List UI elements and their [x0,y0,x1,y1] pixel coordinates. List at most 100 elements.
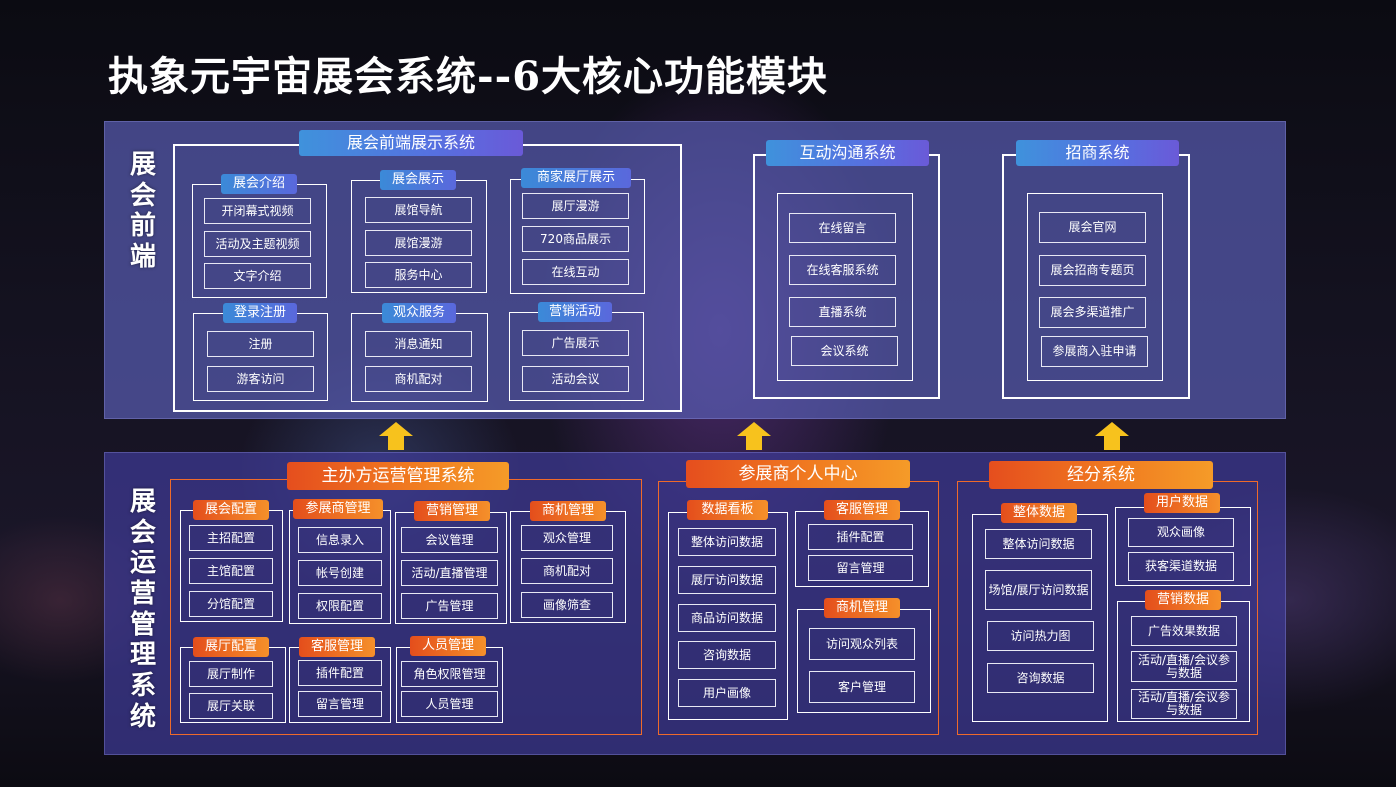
list-item[interactable]: 整体访问数据 [678,528,776,556]
group-label: 客服管理 [824,500,900,520]
group-label: 客服管理 [299,637,375,657]
group-label: 商机管理 [824,598,900,618]
front-end-side-label: 展 会 前 端 [123,150,163,273]
group-label: 商机管理 [530,501,606,521]
group-label: 展厅配置 [193,637,269,657]
list-item[interactable]: 活动/直播/会议参与数据 [1131,651,1237,682]
side-char: 会 [129,517,156,548]
list-item[interactable]: 展厅关联 [189,693,273,719]
group-label: 商家展厅展示 [521,168,631,188]
side-char: 管 [129,609,156,640]
list-item[interactable]: 参展商入驻申请 [1041,336,1148,367]
list-item[interactable]: 广告展示 [522,330,629,356]
merchant-system-header: 招商系统 [1016,140,1179,166]
list-item[interactable]: 展厅漫游 [522,193,629,219]
list-item[interactable]: 会议系统 [791,336,898,366]
list-item[interactable]: 活动会议 [522,366,629,392]
group-label: 营销管理 [414,501,490,521]
list-item[interactable]: 权限配置 [298,593,382,619]
exhibitor-center-header: 参展商个人中心 [686,460,910,488]
list-item[interactable]: 注册 [207,331,314,357]
group-label: 登录注册 [223,303,297,323]
list-item[interactable]: 服务中心 [365,262,472,288]
list-item[interactable]: 在线互动 [522,259,629,285]
side-char: 系 [129,671,156,702]
operations-side-label: 展 会 运 营 管 理 系 统 [123,487,163,732]
side-char: 理 [129,640,156,671]
list-item[interactable]: 展会招商专题页 [1039,255,1146,286]
group-label: 展会介绍 [221,174,297,194]
list-item[interactable]: 访问观众列表 [809,628,915,660]
list-item[interactable]: 画像筛查 [521,592,613,618]
up-arrow-icon [379,422,413,450]
list-item[interactable]: 观众画像 [1128,518,1234,547]
interactive-system-header: 互动沟通系统 [766,140,929,166]
side-char: 统 [129,701,156,732]
list-item[interactable]: 访问热力图 [987,621,1094,651]
list-item[interactable]: 用户画像 [678,679,776,707]
list-item[interactable]: 展馆导航 [365,197,472,223]
up-arrow-icon [737,422,771,450]
list-item[interactable]: 活动及主题视频 [204,231,311,257]
list-item[interactable]: 咨询数据 [678,641,776,669]
list-item[interactable]: 展馆漫游 [365,230,472,256]
list-item[interactable]: 场馆/展厅访问数据 [985,570,1092,610]
group-label: 展会展示 [380,170,456,190]
list-item[interactable]: 商品访问数据 [678,604,776,632]
list-item[interactable]: 插件配置 [808,524,913,550]
list-item[interactable]: 在线留言 [789,213,896,243]
list-item[interactable]: 活动/直播/会议参与数据 [1131,689,1237,719]
group-label: 营销数据 [1145,590,1221,610]
list-item[interactable]: 主馆配置 [189,558,273,584]
list-item[interactable]: 消息通知 [365,331,472,357]
list-item[interactable]: 信息录入 [298,527,382,553]
interactive-items-box [777,193,913,381]
list-item[interactable]: 在线客服系统 [789,255,896,285]
list-item[interactable]: 插件配置 [298,660,382,686]
group-label: 数据看板 [687,500,768,520]
list-item[interactable]: 角色权限管理 [401,661,498,687]
side-char: 营 [129,579,156,610]
list-item[interactable]: 展厅制作 [189,661,273,687]
list-item[interactable]: 广告效果数据 [1131,616,1237,646]
list-item[interactable]: 开闭幕式视频 [204,198,311,224]
list-item[interactable]: 咨询数据 [987,663,1094,693]
list-item[interactable]: 展厅访问数据 [678,566,776,594]
list-item[interactable]: 活动/直播管理 [401,560,498,586]
list-item[interactable]: 720商品展示 [522,226,629,252]
list-item[interactable]: 广告管理 [401,593,498,619]
list-item[interactable]: 客户管理 [809,671,915,703]
list-item[interactable]: 直播系统 [789,297,896,327]
list-item[interactable]: 人员管理 [401,691,498,717]
list-item[interactable]: 帐号创建 [298,560,382,586]
list-item[interactable]: 展会多渠道推广 [1039,297,1146,328]
list-item[interactable]: 观众管理 [521,525,613,551]
side-char: 运 [129,548,156,579]
list-item[interactable]: 分馆配置 [189,591,273,617]
page-title: 执象元宇宙展会系统--6大核心功能模块 [108,53,829,100]
list-item[interactable]: 会议管理 [401,527,498,553]
list-item[interactable]: 获客渠道数据 [1128,552,1234,581]
list-item[interactable]: 主招配置 [189,525,273,551]
list-item[interactable]: 留言管理 [298,691,382,717]
group-label: 营销活动 [538,302,612,322]
list-item[interactable]: 商机配对 [365,366,472,392]
operations-section: 展 会 运 营 管 理 系 统 主办方运营管理系统 展会配置 主招配置 主馆配置… [104,452,1286,755]
group-label: 展会配置 [193,500,269,520]
side-char: 展 [129,150,156,180]
list-item[interactable]: 展会官网 [1039,212,1146,243]
side-char: 展 [129,487,156,517]
side-char: 会 [129,180,156,211]
side-char: 端 [129,242,156,273]
list-item[interactable]: 商机配对 [521,558,613,584]
analytics-system-header: 经分系统 [989,461,1213,489]
merchant-items-box [1027,193,1163,381]
organizer-system-header: 主办方运营管理系统 [287,462,509,490]
list-item[interactable]: 游客访问 [207,366,314,392]
front-end-section: 展 会 前 端 展会前端展示系统 展会介绍 开闭幕式视频 活动及主题视频 文字介… [104,121,1286,419]
list-item[interactable]: 文字介绍 [204,263,311,289]
side-char: 前 [129,211,156,242]
display-system-header: 展会前端展示系统 [299,130,523,156]
list-item[interactable]: 整体访问数据 [985,529,1092,559]
list-item[interactable]: 留言管理 [808,555,913,581]
